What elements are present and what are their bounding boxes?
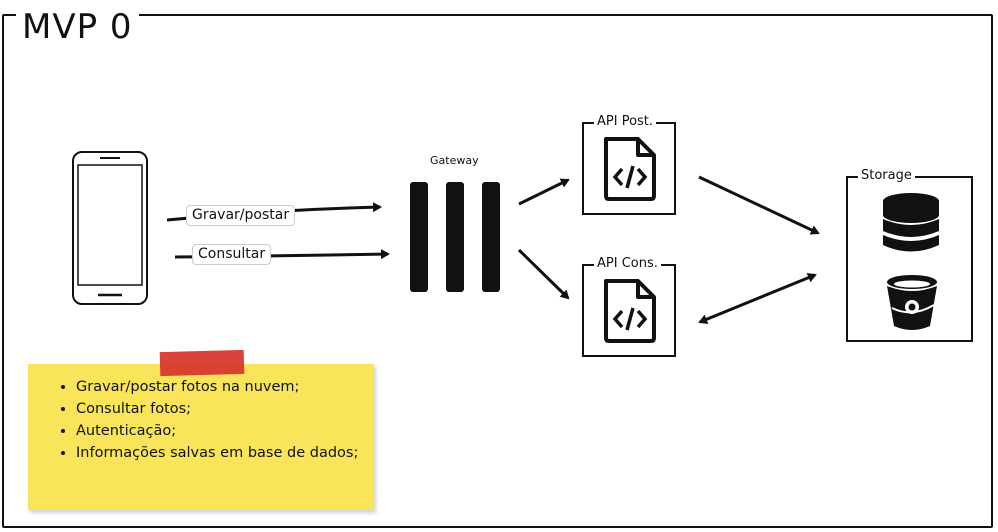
api-post-title: API Post. [594,114,657,130]
sticky-note: Gravar/postar fotos na nuvem; Consultar … [28,364,374,510]
bucket-icon [887,275,937,330]
code-file-icon [604,137,656,201]
note-tape [159,349,245,377]
api-cons-storage-arrow [698,273,817,324]
smartphone-icon [72,151,148,305]
api-cons-box: API Cons. [582,256,676,357]
frame-title: MVP 0 [16,10,139,44]
read-arrow-label: Consultar [192,244,272,265]
gateway-to-api-cons-arrow [517,248,570,300]
api-post-to-storage-arrow [698,175,820,235]
note-list: Gravar/postar fotos na nuvem; Consultar … [28,364,374,464]
gateway-bars-icon [410,182,500,292]
note-item: Consultar fotos; [76,398,360,420]
api-cons-title: API Cons. [594,256,661,272]
api-post-box: API Post. [582,114,676,215]
write-arrow-label: Gravar/postar [186,205,296,226]
database-icon [883,193,939,252]
mvp-frame: MVP 0 [2,10,993,528]
storage-title: Storage [858,168,915,184]
note-item: Gravar/postar fotos na nuvem; [76,376,360,398]
note-item: Informações salvas em base de dados; [76,442,360,464]
gateway-to-api-post-arrow [518,178,570,206]
storage-box: Storage [846,168,973,342]
code-file-icon [604,279,656,343]
note-item: Autenticação; [76,420,360,442]
gateway-label: Gateway [430,154,479,167]
